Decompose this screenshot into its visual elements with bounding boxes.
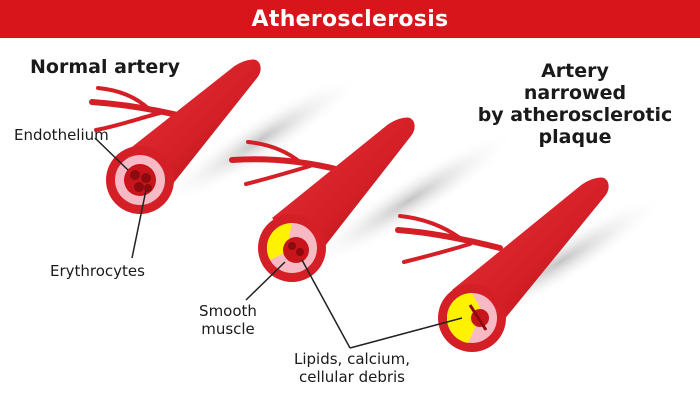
- narrowed-heading-line-1: Artery: [541, 60, 609, 82]
- middle-artery-branch: [244, 164, 312, 186]
- plaque-contents-label: Lipids, calcium, cellular debris: [282, 350, 422, 386]
- endothelium-leader-line: [94, 137, 129, 171]
- middle-artery: [229, 117, 517, 349]
- plaque-contents-line-1: Lipids, calcium,: [294, 350, 410, 368]
- erythrocytes-leader-line: [131, 189, 147, 259]
- middle-artery-branch: [246, 140, 302, 164]
- erythrocyte-cell: [288, 242, 296, 250]
- erythrocyte-cell: [134, 182, 144, 192]
- normal-artery: [89, 59, 363, 259]
- plaque-leader-line-left: [301, 259, 351, 349]
- normal-artery-heading: Normal artery: [30, 56, 180, 78]
- erythrocyte-cell: [296, 248, 304, 256]
- erythrocyte-cell: [141, 173, 151, 183]
- narrowed-artery-plaque: [446, 292, 482, 343]
- normal-artery-branch: [96, 86, 152, 112]
- title-banner: Atherosclerosis: [0, 0, 700, 38]
- plaque-leader-line-right: [349, 317, 463, 349]
- narrowed-artery-branch: [398, 214, 462, 240]
- narrowed-artery-branch: [402, 242, 472, 264]
- middle-artery-branch: [229, 156, 343, 173]
- smooth-muscle-line-1: Smooth: [199, 302, 257, 320]
- plaque-contents-line-2: cellular debris: [298, 368, 406, 386]
- middle-artery-lumen: [283, 237, 309, 263]
- narrowed-artery: [349, 177, 667, 352]
- normal-artery-shadow: [157, 73, 363, 207]
- narrowed-heading-line-4: plaque: [538, 126, 612, 148]
- erythrocytes-label: Erythrocytes: [50, 262, 145, 280]
- narrowed-artery-crack: [468, 304, 488, 331]
- normal-artery-branch: [94, 111, 162, 132]
- erythrocyte-cell: [130, 170, 140, 180]
- narrowed-heading-line-3: by atherosclerotic: [477, 104, 673, 126]
- middle-artery-shadow: [303, 131, 517, 269]
- narrowed-heading-line-2: narrowed: [523, 82, 627, 104]
- narrowed-artery-heading: Artery narrowed by atherosclerotic plaqu…: [470, 60, 680, 148]
- smooth-muscle-leader-line: [245, 261, 286, 301]
- smooth-muscle-line-2: muscle: [201, 320, 255, 338]
- diagram-title: Atherosclerosis: [251, 6, 449, 32]
- smooth-muscle-label: Smooth muscle: [188, 302, 268, 338]
- narrowed-artery-branch: [395, 227, 503, 251]
- endothelium-label: Endothelium: [14, 126, 109, 144]
